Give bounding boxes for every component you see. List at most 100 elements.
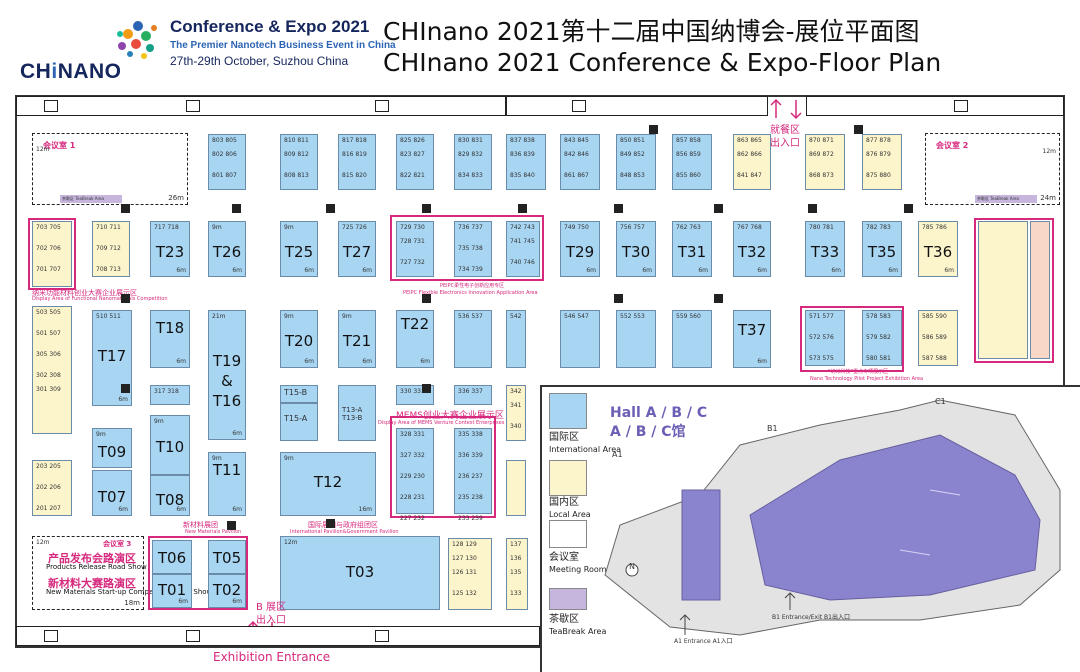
- pe-area-label-en: PEIPC Flexible Electronics Innovation Ap…: [403, 290, 538, 296]
- booth-t15-a[interactable]: T15-A: [280, 403, 318, 441]
- hall-b1-label: B1: [767, 424, 778, 433]
- door[interactable]: [186, 100, 200, 112]
- pillar: [614, 294, 623, 303]
- dining-area-label: 就餐区: [770, 125, 800, 136]
- door[interactable]: [375, 630, 389, 642]
- legend-teabreak-swatch: [549, 588, 587, 610]
- nanotech-pilot-project-area: [800, 306, 904, 372]
- booth-block-315-320[interactable]: 317 318: [150, 385, 190, 405]
- door[interactable]: [186, 630, 200, 642]
- new-materials-pavilion-cn: 新材料展团: [183, 521, 218, 529]
- booth-block-543-550[interactable]: 546 547: [560, 310, 600, 368]
- door[interactable]: [44, 630, 58, 642]
- booth-block-557-562[interactable]: 559 560: [672, 310, 712, 368]
- meeting-rooms-right[interactable]: [978, 221, 1028, 359]
- pilot-area-label-cn: “纳米科技”重点专项展示区: [828, 369, 889, 375]
- meeting-room-1[interactable]: 会议室 1 26m 12m: [32, 133, 188, 205]
- booth-block-542[interactable]: 542: [506, 310, 526, 368]
- pillar: [232, 204, 241, 213]
- booth-t15-b[interactable]: T15-B: [280, 385, 318, 403]
- booth-block-550-556[interactable]: 552 553: [616, 310, 656, 368]
- door[interactable]: [375, 100, 389, 112]
- road-show-2-en: New Materials Start-up Competition Road …: [46, 588, 213, 596]
- talent-area[interactable]: [1030, 221, 1050, 359]
- hall-c1-label: C1: [935, 397, 946, 406]
- meeting-room-3[interactable]: 会议室 3 12m 18m: [32, 536, 144, 610]
- door[interactable]: [572, 100, 586, 112]
- road-show-1-en: Products Release Road Show: [46, 563, 147, 571]
- meeting-room-column-right: [974, 218, 1054, 363]
- meeting-room-2[interactable]: 会议室 2 24m 12m: [925, 133, 1060, 205]
- booth-block-533-539[interactable]: 536 537: [454, 310, 492, 368]
- pillar: [422, 294, 431, 303]
- exhibition-b-label: B 展区: [256, 602, 287, 613]
- door[interactable]: [44, 100, 58, 112]
- dining-entry-arrows: [770, 98, 802, 120]
- door[interactable]: [954, 100, 968, 112]
- booth-t06[interactable]: T06: [152, 540, 192, 574]
- booth-block-336-337[interactable]: 336 337: [454, 385, 492, 405]
- booth-t05[interactable]: T05: [208, 540, 246, 574]
- conference-title: Conference & Expo 2021: [170, 17, 370, 36]
- pe-area-label-cn: PEIPC柔性电子创新应用专区: [440, 283, 505, 289]
- teabreak-area-2: 茶歇区 TeaBreak Area: [975, 195, 1037, 203]
- pillar: [904, 204, 913, 213]
- booth-block-236[interactable]: [506, 460, 526, 516]
